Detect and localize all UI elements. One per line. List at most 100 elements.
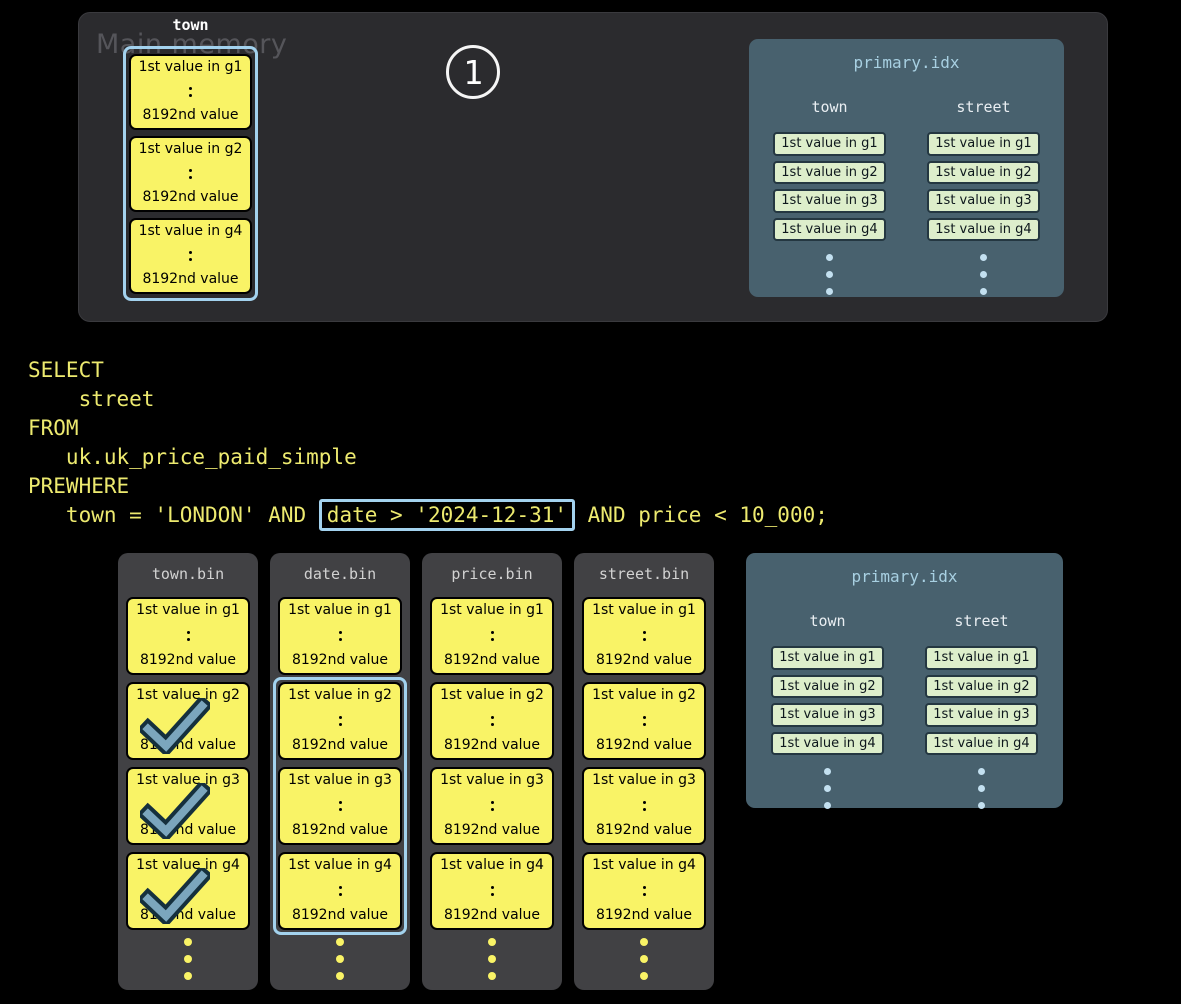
dot: [488, 972, 496, 980]
dot: [642, 885, 646, 889]
granule-ellipsis-dots: [189, 168, 192, 179]
granule-ellipsis-dots: [338, 885, 342, 896]
index-mark-entry: 1st value in g1: [925, 646, 1038, 670]
bin-file-title: street.bin: [598, 565, 690, 583]
index-column-label: town: [809, 612, 846, 630]
dot: [640, 955, 648, 963]
index-mark-entry: 1st value in g4: [773, 217, 886, 242]
dot: [189, 257, 192, 261]
dot: [186, 637, 190, 641]
dot: [640, 938, 648, 946]
index-column-label: town: [811, 98, 848, 116]
bin-file-title: town.bin: [151, 565, 225, 583]
sql-line-prewhere: PREWHERE: [28, 474, 130, 498]
granule-first-value: 1st value in g4: [592, 857, 696, 873]
granule-first-value: 1st value in g4: [440, 857, 544, 873]
more-entries-dots: [826, 254, 833, 296]
granule-first-value: 1st value in g4: [138, 223, 243, 239]
granule-ellipsis-dots: [642, 630, 646, 641]
granule-block: 1st value in g2 8192nd value: [430, 682, 554, 760]
dot: [184, 955, 192, 963]
dot: [488, 955, 496, 963]
granule-first-value: 1st value in g3: [592, 772, 696, 788]
dot: [980, 271, 987, 279]
granule-last-value: 8192nd value: [443, 736, 541, 753]
dot: [642, 637, 646, 641]
index-mark-entry: 1st value in g4: [925, 731, 1038, 756]
granule-first-value: 1st value in g3: [440, 772, 544, 788]
dot: [642, 722, 646, 726]
granule-first-value: 1st value in g2: [138, 141, 243, 157]
checkmark-icon: [136, 779, 214, 843]
dot: [824, 768, 831, 776]
dot: [338, 637, 342, 641]
dot: [490, 885, 494, 889]
more-granules-dots: [422, 938, 562, 980]
dot: [338, 715, 342, 719]
sql-line-select: SELECT: [28, 358, 104, 382]
granule-first-value: 1st value in g1: [592, 602, 696, 618]
dot: [189, 250, 192, 254]
dot: [980, 288, 987, 296]
granule-ellipsis-dots: [642, 800, 646, 811]
granule-block: 1st value in g4 8192nd value: [129, 218, 252, 294]
granule-first-value: 1st value in g1: [288, 602, 392, 618]
dot: [189, 93, 192, 97]
granule-first-value: 1st value in g2: [440, 687, 544, 703]
sql-condition-after: AND price < 10_000;: [575, 503, 828, 527]
dot: [338, 800, 342, 804]
dot: [642, 807, 646, 811]
index-mark-entry: 1st value in g1: [927, 132, 1040, 156]
granule-last-value: 8192nd value: [595, 736, 693, 753]
granule-last-value: 8192nd value: [142, 270, 239, 287]
granule-first-value: 1st value in g3: [136, 772, 240, 788]
dot: [642, 892, 646, 896]
dot: [490, 800, 494, 804]
highlighted-predicate-box: date > '2024-12-31': [318, 499, 576, 531]
more-granules-dots: [270, 938, 410, 980]
index-column-label: street: [956, 98, 1011, 116]
dot: [336, 972, 344, 980]
index-mark-entry: 1st value in g2: [925, 674, 1038, 699]
more-entries-dots: [978, 768, 985, 810]
dot: [338, 892, 342, 896]
index-mark-entry: 1st value in g1: [773, 132, 886, 156]
granule-block: 1st value in g4 8192nd value: [430, 852, 554, 930]
checkmark-icon: [136, 694, 214, 758]
sql-condition-highlighted: date > '2024-12-31': [326, 503, 568, 527]
dot: [642, 630, 646, 634]
sql-line-street: street: [28, 387, 155, 411]
granule-first-value: 1st value in g1: [440, 602, 544, 618]
dot: [184, 938, 192, 946]
index-mark-entry: 1st value in g3: [771, 703, 884, 727]
granule-last-value: 8192nd value: [291, 821, 389, 838]
dot: [338, 885, 342, 889]
sql-condition-line: town = 'LONDON' AND date > '2024-12-31' …: [28, 499, 828, 531]
granule-first-value: 1st value in g2: [288, 687, 392, 703]
granule-last-value: 8192nd value: [443, 821, 541, 838]
primary-idx-columns: town 1st value in g1 1st value in g2 1st va…: [746, 612, 1063, 810]
granule-last-value: 8192nd value: [443, 906, 541, 923]
dot: [978, 785, 985, 793]
granule-last-value: 8192nd value: [595, 906, 693, 923]
dot: [642, 800, 646, 804]
bin-file-title: date.bin: [303, 565, 377, 583]
index-mark-entry: 1st value in g1: [771, 646, 884, 670]
dot: [978, 802, 985, 810]
